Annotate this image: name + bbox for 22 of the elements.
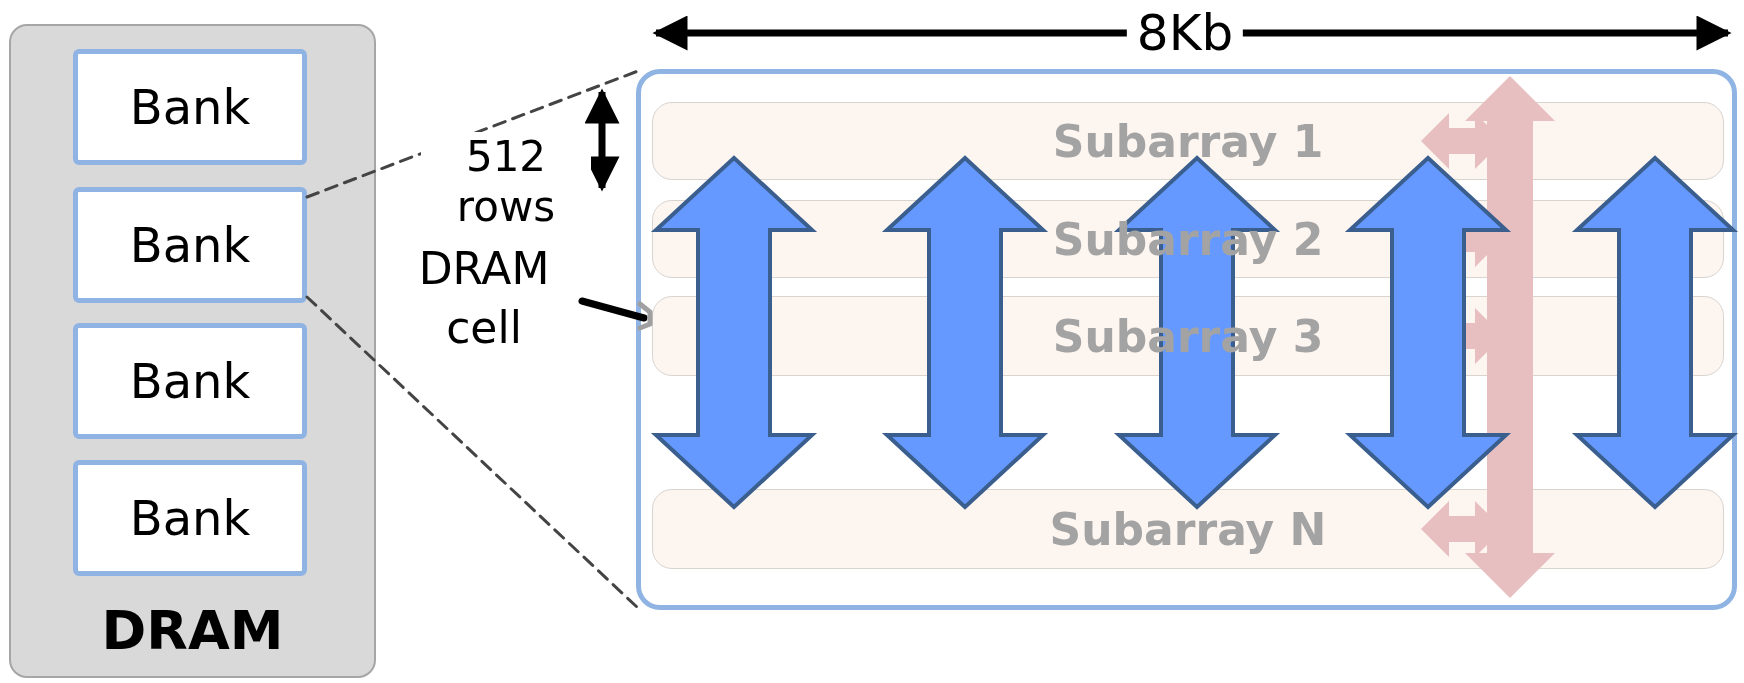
bank-label: Bank (129, 79, 251, 135)
bank-label: Bank (129, 353, 251, 409)
bank-box (73, 460, 307, 576)
subarray-label: Subarray 1 (1052, 115, 1324, 167)
bank-label: Bank (129, 217, 251, 273)
bank-array-box (636, 69, 1737, 610)
zoom-line (305, 295, 640, 610)
bank-box (73, 187, 307, 303)
block-arrow (1344, 155, 1512, 510)
cell-label: DRAM cell (417, 241, 551, 355)
subarray-box (652, 489, 1724, 569)
leader-line (578, 297, 648, 322)
zoom-line (305, 69, 640, 199)
bank-label: Bank (129, 490, 251, 546)
subarray-label: Subarray N (1049, 503, 1327, 555)
block-arrow (1571, 155, 1739, 510)
bank-box (73, 49, 307, 165)
block-arrow (650, 155, 818, 510)
panel-title: DRAM (100, 599, 285, 662)
block-arrow (881, 155, 1049, 510)
bank-box (73, 323, 307, 439)
dram-panel (9, 24, 376, 678)
